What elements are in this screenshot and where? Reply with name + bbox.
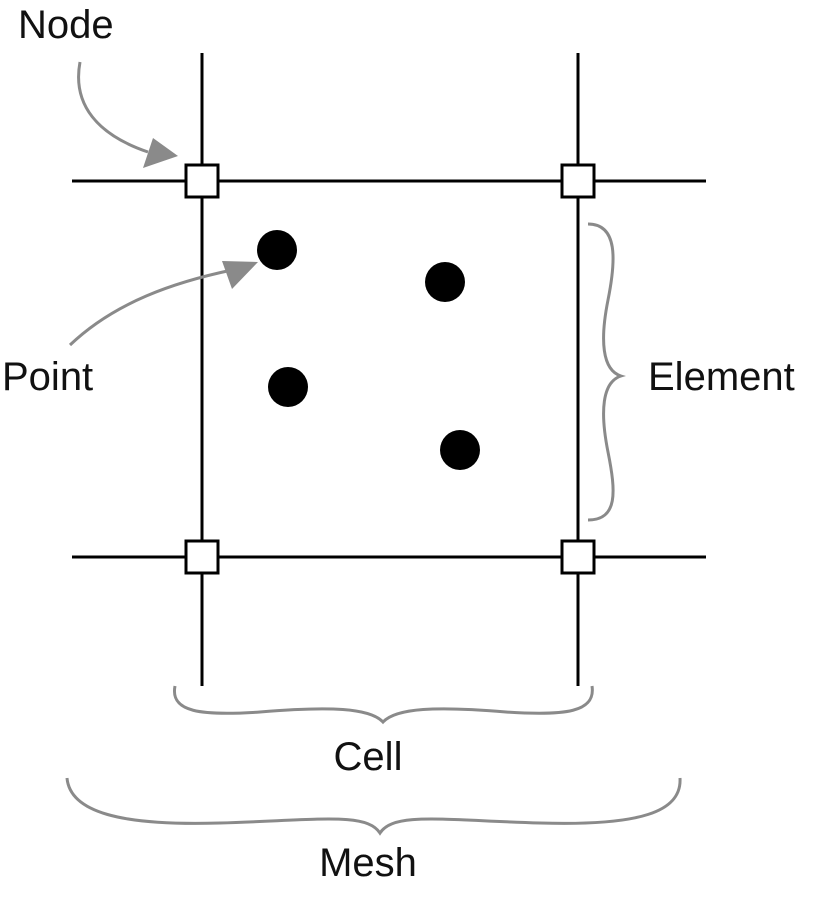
label-point: Point bbox=[2, 355, 93, 399]
point-arrow bbox=[68, 261, 258, 347]
point-1 bbox=[257, 230, 297, 270]
element-brace bbox=[587, 222, 626, 522]
point-4 bbox=[440, 430, 480, 470]
mesh-brace bbox=[65, 777, 682, 836]
node-bottom-right bbox=[560, 539, 596, 575]
cell-brace bbox=[173, 685, 594, 725]
node-top-left bbox=[184, 163, 220, 199]
label-element: Element bbox=[648, 355, 795, 399]
node-arrow-head bbox=[143, 138, 178, 168]
node-arrow-shaft bbox=[77, 61, 149, 154]
grid-lines bbox=[72, 53, 706, 686]
label-mesh: Mesh bbox=[319, 841, 417, 885]
label-cell: Cell bbox=[334, 735, 403, 779]
node-top-right bbox=[560, 163, 596, 199]
point-2 bbox=[425, 262, 465, 302]
point-arrow-head bbox=[222, 261, 258, 289]
nodes bbox=[184, 163, 596, 575]
point-arrow-shaft bbox=[68, 268, 233, 347]
node-bottom-left bbox=[184, 539, 220, 575]
node-arrow bbox=[77, 61, 178, 168]
points bbox=[257, 230, 480, 470]
point-3 bbox=[268, 367, 308, 407]
label-node: Node bbox=[18, 3, 114, 47]
